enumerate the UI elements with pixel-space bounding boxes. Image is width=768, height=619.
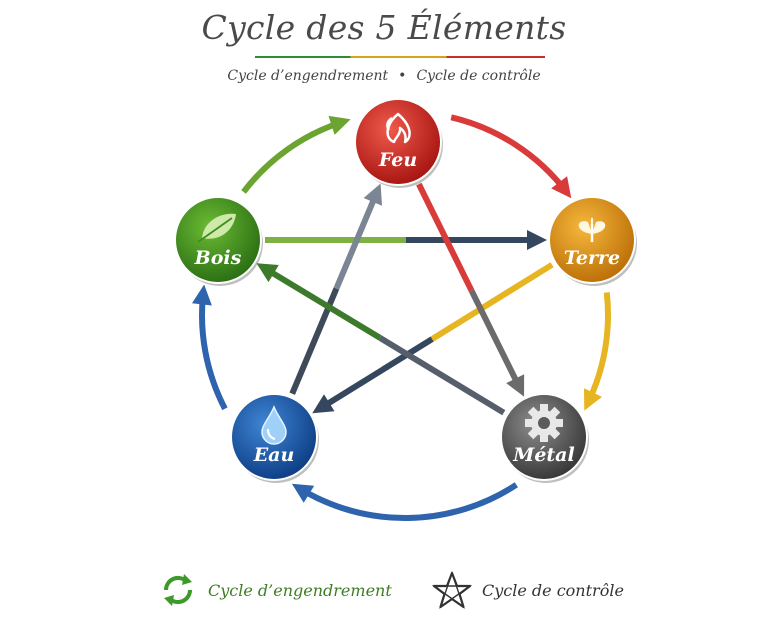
control-line-terre-eau bbox=[430, 262, 554, 342]
control-line-end-eau-feu bbox=[333, 195, 378, 290]
element-label-feu: Feu bbox=[378, 149, 417, 171]
generation-arc-terre-metal bbox=[585, 292, 611, 405]
generation-arrowhead-eau-bois bbox=[191, 284, 212, 306]
control-line-end-terre-eau bbox=[322, 336, 434, 409]
element-label-bois: Bois bbox=[194, 247, 242, 269]
subtitle-generation: Cycle d’engendrement bbox=[227, 68, 389, 84]
control-arrowhead-feu-metal bbox=[506, 374, 525, 397]
generation-arc-metal-eau bbox=[297, 482, 518, 521]
element-node-bois: Bois bbox=[174, 196, 263, 286]
legend-generation: Cycle d’engendrement bbox=[158, 570, 392, 610]
control-arrowhead-eau-feu bbox=[363, 183, 383, 206]
generation-arc-feu-terre bbox=[450, 114, 569, 194]
diagram-subtitle: Cycle d’engendrement • Cycle de contrôle bbox=[0, 68, 768, 84]
control-arrowhead-metal-bois bbox=[256, 263, 279, 283]
element-label-terre: Terre bbox=[564, 247, 620, 269]
generation-arrowhead-bois-feu bbox=[328, 115, 351, 135]
leaf-icon bbox=[197, 213, 236, 243]
control-line-end-metal-bois bbox=[266, 267, 382, 341]
legend-generation-label: Cycle d’engendrement bbox=[208, 580, 392, 600]
control-line-end-feu-metal bbox=[468, 289, 521, 386]
element-node-eau: Eau bbox=[230, 393, 319, 483]
legend-control: Cycle de contrôle bbox=[432, 570, 624, 610]
control-arrowhead-bois-terre bbox=[527, 230, 547, 250]
flame-icon bbox=[386, 112, 411, 144]
legend-control-label: Cycle de contrôle bbox=[482, 580, 624, 600]
gear-icon bbox=[525, 404, 563, 442]
generation-arc-eau-bois bbox=[199, 292, 228, 411]
element-label-eau: Eau bbox=[253, 444, 295, 466]
control-line-metal-bois bbox=[378, 335, 506, 416]
element-circle-feu bbox=[354, 98, 442, 186]
cycle-arrows-icon bbox=[163, 574, 193, 606]
water-drop-icon bbox=[261, 404, 287, 445]
subtitle-control: Cycle de contrôle bbox=[416, 68, 541, 84]
element-node-terre: Terre bbox=[548, 196, 637, 286]
element-circle-bois bbox=[174, 196, 262, 284]
star-icon bbox=[432, 570, 472, 609]
element-node-metal: Métal bbox=[500, 393, 589, 483]
title-underline bbox=[255, 56, 545, 58]
sprout-icon bbox=[578, 217, 606, 242]
generation-arrowhead-terre-metal bbox=[583, 388, 602, 411]
diagram-title: Cycle des 5 Éléments bbox=[201, 8, 567, 47]
subtitle-separator: • bbox=[398, 68, 407, 84]
element-label-metal: Métal bbox=[512, 444, 574, 466]
generation-arc-bois-feu bbox=[241, 118, 344, 194]
control-line-feu-metal bbox=[416, 182, 475, 292]
generation-arrowhead-metal-eau bbox=[291, 483, 315, 503]
element-node-feu: Feu bbox=[354, 98, 443, 188]
generation-arrowhead-feu-terre bbox=[551, 176, 572, 199]
control-arrowhead-terre-eau bbox=[312, 394, 335, 414]
